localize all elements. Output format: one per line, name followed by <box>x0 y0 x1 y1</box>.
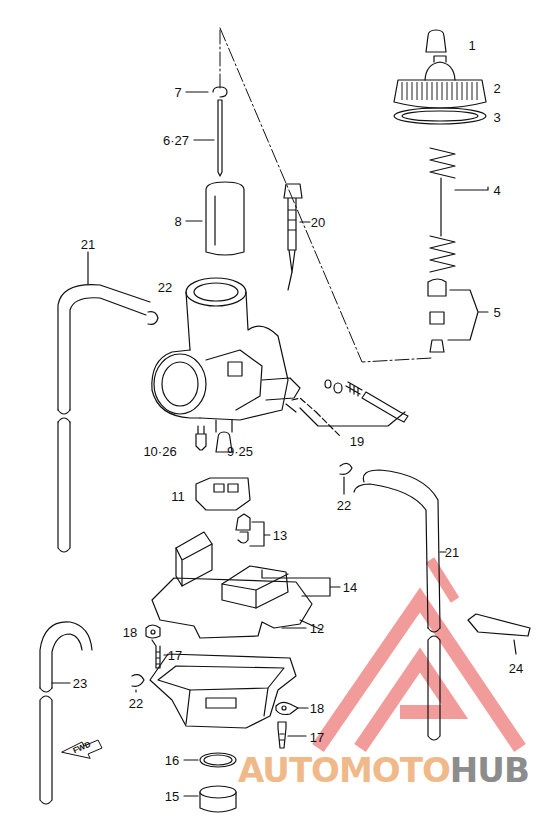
callout-number: 21 <box>81 238 95 251</box>
callout-number: 16 <box>165 754 179 767</box>
callout-number: 8 <box>174 215 181 228</box>
callout-number: 5 <box>493 306 500 319</box>
callout-number: 4 <box>493 184 500 197</box>
callout-number: 11 <box>171 490 185 503</box>
callout-number: 9·25 <box>227 445 253 458</box>
callout-number: 22 <box>158 281 172 294</box>
callout-number: 1 <box>468 39 475 52</box>
callout-number: 10·26 <box>143 445 176 458</box>
callout-number: 18 <box>123 626 137 639</box>
callout-number: 6·27 <box>163 134 189 147</box>
watermark-logo <box>318 560 520 748</box>
callout-number: 15 <box>165 790 179 803</box>
callout-number: 14 <box>343 581 357 594</box>
callout-number: 18 <box>310 702 324 715</box>
callout-number: 17 <box>310 731 324 744</box>
watermark-text: AUTOMOTO <box>238 753 450 787</box>
callout-number: 17 <box>168 649 182 662</box>
callout-number: 23 <box>73 677 87 690</box>
callout-number: 22 <box>129 697 143 710</box>
callout-number: 21 <box>445 546 459 559</box>
watermark-text: HUB <box>450 753 529 787</box>
callout-number: 7 <box>174 86 181 99</box>
callout-number: 22 <box>337 499 351 512</box>
callout-number: 24 <box>509 662 523 675</box>
callout-number: 2 <box>493 82 500 95</box>
callout-number: 3 <box>493 111 500 124</box>
callout-number: 19 <box>350 435 364 448</box>
callout-number: 20 <box>311 216 325 229</box>
callout-number: 13 <box>273 529 287 542</box>
callout-number: 12 <box>310 622 324 635</box>
